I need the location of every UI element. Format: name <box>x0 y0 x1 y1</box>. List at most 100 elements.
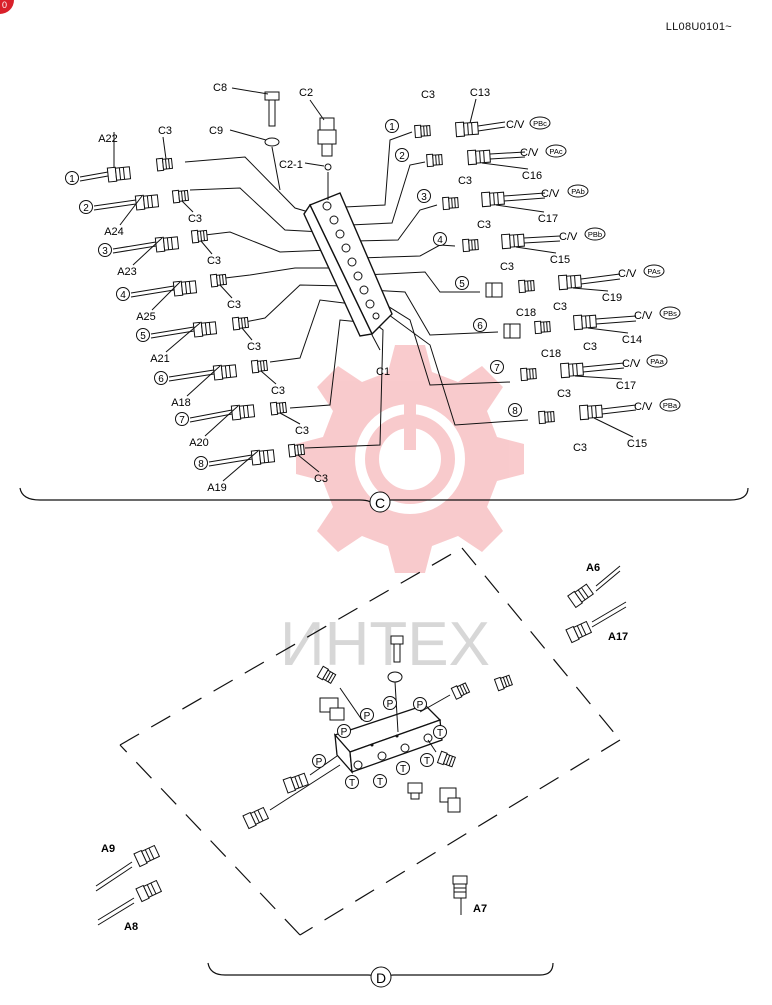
hose-end-C17[interactable] <box>560 361 584 379</box>
fitting-c3[interactable] <box>171 188 190 204</box>
elbow-fitting-d[interactable] <box>319 697 345 721</box>
fitting-c3[interactable] <box>250 358 269 374</box>
document-code: LL08U0101~ <box>665 21 732 33</box>
fitting-c3[interactable] <box>442 196 459 211</box>
line-number-text: 8 <box>512 406 518 417</box>
hose-end-C15[interactable] <box>501 232 525 250</box>
port-tag: PBa <box>659 398 681 412</box>
fitting-d[interactable] <box>436 750 457 769</box>
hose-end-A23[interactable] <box>154 235 180 253</box>
fitting-d[interactable] <box>493 673 514 692</box>
fitting-d[interactable] <box>242 806 270 830</box>
bolt-d[interactable] <box>390 635 404 663</box>
hose-label: C14 <box>622 334 642 346</box>
fitting-c3[interactable] <box>518 279 535 294</box>
fitting-c3[interactable] <box>414 124 431 139</box>
fitting-label: C3 <box>458 175 472 187</box>
fitting-c3[interactable] <box>209 272 228 288</box>
hose-end-C16[interactable] <box>467 148 491 166</box>
port-p-label: P <box>413 697 427 711</box>
cv-label: C/V <box>618 268 637 280</box>
fitting-c3[interactable] <box>426 153 443 168</box>
hose-A17[interactable]: A17 <box>565 601 628 644</box>
fitting-label: C3 <box>421 89 435 101</box>
fitting-d[interactable] <box>282 771 310 794</box>
hose-end-A21[interactable] <box>192 320 218 338</box>
hose-label: C17 <box>616 380 636 392</box>
adapter-C18[interactable] <box>503 323 521 339</box>
hose-end-A24[interactable] <box>134 193 160 211</box>
fitting-c3[interactable] <box>231 315 250 331</box>
line-number: 4 <box>116 287 130 301</box>
fitting-c3[interactable] <box>269 400 288 416</box>
hose-end-A18[interactable] <box>212 363 238 381</box>
fitting-label: C3 <box>500 261 514 273</box>
fitting-c3[interactable] <box>462 238 479 253</box>
hose-end-C15[interactable] <box>579 403 603 421</box>
hose-end-A20[interactable] <box>230 403 256 421</box>
fitting-c3[interactable] <box>155 156 174 172</box>
pressure-switch-c2[interactable] <box>317 117 337 157</box>
hose-label: A20 <box>189 437 209 449</box>
hose-label: A9 <box>101 843 115 855</box>
cv-label: C/V <box>520 147 539 159</box>
port-t-label-text: T <box>424 756 430 767</box>
hose-A6[interactable]: A6 <box>567 562 621 608</box>
fitting-d[interactable] <box>450 681 471 700</box>
hose-A7[interactable]: A7 <box>452 875 487 915</box>
fitting-c3[interactable] <box>534 320 551 335</box>
hose-end-A25[interactable] <box>172 279 198 297</box>
washer-d[interactable] <box>387 671 403 683</box>
line-number: 1 <box>65 171 79 185</box>
hose-end-C14[interactable] <box>573 313 597 331</box>
line-number: 8 <box>194 456 208 470</box>
hose-A8[interactable]: A8 <box>97 879 163 933</box>
port-p-label: P <box>312 754 326 768</box>
port-p-label-text: P <box>387 699 394 710</box>
hose-end-A19[interactable] <box>250 448 276 466</box>
fitting-label: C3 <box>295 425 309 437</box>
hose-end-A22[interactable] <box>106 165 132 183</box>
adapter-label: C18 <box>516 307 536 319</box>
adapter-C18[interactable] <box>485 282 503 298</box>
fitting-c3[interactable] <box>520 367 537 382</box>
port-p-label: P <box>360 708 374 722</box>
fitting-label: C3 <box>247 341 261 353</box>
hose-label: A17 <box>608 631 628 643</box>
fitting-c3[interactable] <box>190 228 209 244</box>
port-tag-text: PAb <box>571 187 585 196</box>
hose-label: C13 <box>470 87 490 99</box>
elbow-fitting-d[interactable] <box>439 787 461 813</box>
bolt-c8[interactable] <box>264 91 280 127</box>
line-number-text: 1 <box>389 122 395 133</box>
hose-end-C19[interactable] <box>558 273 582 291</box>
hose-end-C13[interactable] <box>455 120 479 138</box>
plug-d[interactable] <box>407 782 423 800</box>
port-t-label: T <box>345 775 359 789</box>
fitting-c3[interactable] <box>287 442 306 458</box>
manifold-block-d[interactable] <box>333 704 443 774</box>
hose-A9[interactable]: A9 <box>95 843 161 892</box>
fitting-c3[interactable] <box>538 410 555 425</box>
oring-c2-1[interactable] <box>324 163 332 171</box>
hose-end-C17[interactable] <box>481 190 505 208</box>
manifold-block-c1[interactable] <box>303 192 393 337</box>
fitting-label: C3 <box>557 388 571 400</box>
washer-c9[interactable] <box>264 137 280 147</box>
